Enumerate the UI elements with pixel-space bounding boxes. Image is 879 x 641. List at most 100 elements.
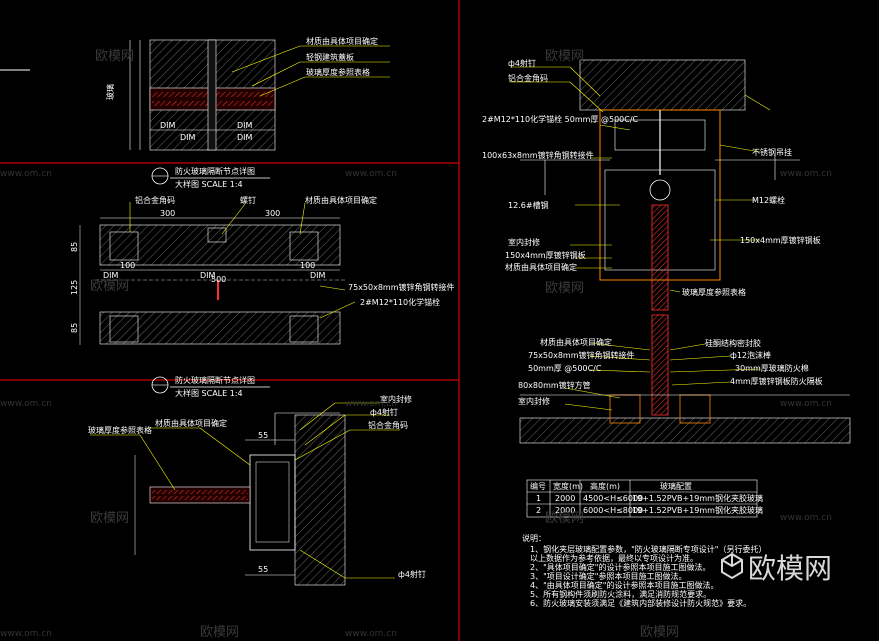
notes-block: 说明： 1、钢化夹层玻璃配置参数，"防火玻璃隔断专项设计"（另行委托） 以上数据… bbox=[522, 533, 766, 608]
detail-b-label-4: 75x50x8mm镀锌角钢转接件 bbox=[348, 282, 455, 292]
detail-c: 55 55 室内封修 ф4射钉 铝合金角码 玻璃厚度参照表格 材质由具体项目确定… bbox=[88, 394, 426, 586]
title-block-1-title: 防火玻璃隔断节点详图 bbox=[175, 166, 255, 176]
detail-d-label-10: M12螺栓 bbox=[752, 195, 785, 205]
brand-logo-text: 欧模网 bbox=[748, 552, 832, 585]
table-row-1-cell-4: 19+1.52PVB+19mm钢化夹胶玻璃 bbox=[632, 493, 763, 503]
detail-b-dim-7: 125 bbox=[70, 280, 79, 295]
detail-b-label-2: 螺钉 bbox=[240, 195, 256, 205]
detail-b-dimtag-1: DIM bbox=[103, 271, 119, 280]
detail-e-label-7: ф12泡沫棒 bbox=[730, 350, 771, 360]
watermark-url-4: www.om.cn bbox=[345, 399, 397, 409]
detail-c-label-2: ф4射钉 bbox=[370, 407, 398, 417]
detail-e-label-3: 50mm厚 @500C/C bbox=[528, 364, 602, 373]
detail-d-label-4: 100x63x8mm镀锌角钢转接件 bbox=[482, 150, 594, 160]
watermark-url-1: www.om.cn bbox=[345, 169, 397, 179]
table-header-4: 玻璃配置 bbox=[660, 481, 692, 491]
watermark-cn-4: 欧模网 bbox=[545, 281, 584, 296]
detail-b-dim-6: 85 bbox=[70, 242, 79, 252]
detail-e: 材质由具体项目确定 75x50x8mm镀锌角钢转接件 50mm厚 @500C/C… bbox=[518, 314, 851, 444]
detail-d-label-8: 材质由具体项目确定 bbox=[505, 262, 577, 272]
title-block-1-scale: 大样图 SCALE 1:4 bbox=[175, 179, 243, 189]
detail-c-label-1: 室内封修 bbox=[380, 394, 412, 404]
detail-b-label-1: 铝合金角码 bbox=[135, 195, 175, 205]
detail-a-dim-3: DIM bbox=[180, 133, 196, 142]
watermark-cn-6: 欧模网 bbox=[545, 511, 584, 526]
detail-e-label-2: 75x50x8mm镀锌角钢转接件 bbox=[528, 350, 635, 360]
detail-b-dim-4: 100 bbox=[300, 261, 315, 270]
detail-a-dim-2: DIM bbox=[237, 121, 253, 130]
detail-e-label-9: 4mm厚镀锌钢板防火隔板 bbox=[730, 376, 823, 386]
title-block-2: 防火玻璃隔断节点详图 大样图 SCALE 1:4 bbox=[151, 375, 270, 398]
detail-b-dim-5: 500 bbox=[211, 275, 226, 284]
detail-c-dim-1: 55 bbox=[258, 431, 268, 440]
table-row-1-cell-1: 1 bbox=[536, 494, 541, 503]
watermark-cn-1: 欧模网 bbox=[545, 49, 584, 64]
detail-a-dim-1: DIM bbox=[160, 121, 176, 130]
detail-d-label-9: 不锈钢吊挂 bbox=[752, 147, 792, 157]
table-header-3: 高度(m) bbox=[590, 481, 620, 491]
detail-d-label-7: 150x4mm厚镀锌钢板 bbox=[505, 250, 586, 260]
detail-b-dim-2: 300 bbox=[265, 209, 280, 218]
detail-b: 300 300 100 100 500 DIM DIM DIM 85 125 8… bbox=[70, 195, 455, 345]
detail-e-label-6: 硅酮结构密封胶 bbox=[705, 338, 761, 348]
table-row-2-cell-2: 2000 bbox=[555, 506, 575, 515]
watermark-url-9: www.om.cn bbox=[345, 629, 397, 639]
detail-c-label-6: ф4射钉 bbox=[398, 569, 426, 579]
notes-line-3: 2、"具体项目确定"的设计参照本项目施工图做法。 bbox=[530, 562, 710, 572]
detail-a-label-2: 轻钢建筑蓋板 bbox=[306, 52, 354, 62]
detail-c-label-3: 铝合金角码 bbox=[368, 420, 408, 430]
detail-b-label-3: 材质由具体项目确定 bbox=[305, 195, 377, 205]
glass-spec-table: 编号 宽度(m) 高度(m) 玻璃配置 1 2000 4500<H≤6000 1… bbox=[526, 479, 763, 518]
notes-line-6: 5、所有钢构件须刷防火涂料，满足消防规范要求。 bbox=[530, 589, 711, 599]
watermark-cn-7: 欧模网 bbox=[200, 625, 239, 640]
detail-e-label-8: 30mm厚玻璃防火棉 bbox=[735, 363, 809, 373]
notes-line-5: 4、"由具体项目确定"的设计参照本项目施工图做法。 bbox=[530, 580, 718, 590]
table-row-2-cell-4: 19+1.52PVB+19mm钢化夹胶玻璃 bbox=[632, 505, 763, 515]
notes-line-7: 6、防火玻璃安装须满足《建筑内部装修设计防火规范》要求。 bbox=[530, 598, 751, 608]
table-header-1: 编号 bbox=[530, 481, 546, 491]
detail-d-label-12: 玻璃厚度参照表格 bbox=[682, 287, 746, 297]
detail-e-label-1: 材质由具体项目确定 bbox=[540, 337, 612, 347]
detail-a-label-3: 玻璃厚度参照表格 bbox=[306, 67, 370, 77]
detail-b-dim-1: 300 bbox=[160, 209, 175, 218]
watermark-url-7: www.om.cn bbox=[780, 513, 832, 523]
notes-line-4: 3、"项目设计确定"参照本项目施工图做法。 bbox=[530, 571, 686, 581]
detail-e-label-5: 室内封修 bbox=[518, 396, 550, 406]
watermark-cn-2: 欧模网 bbox=[95, 49, 134, 64]
sheet-frame bbox=[0, 0, 460, 641]
detail-d: ф4射钉 铝合金角码 2#M12*110化学锚栓 50mm厚 @500C/C 1… bbox=[482, 58, 821, 311]
table-row-1-cell-3: 4500<H≤6000 bbox=[583, 494, 643, 503]
detail-d-label-2: 铝合金角码 bbox=[508, 73, 548, 83]
detail-d-label-1: ф4射钉 bbox=[508, 58, 536, 68]
title-block-1: 防火玻璃隔断节点详图 大样图 SCALE 1:4 bbox=[151, 166, 270, 189]
watermark-cn-5: 欧模网 bbox=[90, 511, 129, 526]
title-block-2-title: 防火玻璃隔断节点详图 bbox=[175, 375, 255, 385]
watermark-cn-3: 欧模网 bbox=[90, 279, 129, 294]
watermark-url-5: www.om.cn bbox=[0, 399, 52, 409]
detail-d-label-5: 12.6#槽钢 bbox=[508, 200, 549, 210]
detail-b-label-5: 2#M12*110化学锚栓 bbox=[360, 297, 440, 307]
notes-line-1: 1、钢化夹层玻璃配置参数，"防火玻璃隔断专项设计"（另行委托） bbox=[530, 544, 766, 554]
detail-c-label-5: 材质由具体项目确定 bbox=[155, 418, 227, 428]
watermark-layer: 欧模网 欧模网 欧模网 欧模网 欧模网 欧模网 欧模网 欧模网 www.om.c… bbox=[0, 49, 832, 640]
watermark-url-6: www.om.cn bbox=[780, 399, 832, 409]
detail-d-label-3: 2#M12*110化学锚栓 50mm厚 @500C/C bbox=[482, 114, 639, 124]
brand-logo-icon bbox=[721, 552, 743, 580]
brand-logo: 欧模网 bbox=[721, 552, 832, 585]
table-row-2-cell-1: 2 bbox=[536, 506, 541, 515]
detail-b-dimtag-3: DIM bbox=[310, 271, 326, 280]
detail-a-dim-4: DIM bbox=[237, 133, 253, 142]
detail-c-label-4: 玻璃厚度参照表格 bbox=[88, 425, 152, 435]
title-block-2-scale: 大样图 SCALE 1:4 bbox=[175, 388, 243, 398]
notes-line-2: 以上数据作为参考依据，最终以专项设计为准。 bbox=[530, 553, 698, 563]
watermark-url-8: www.om.cn bbox=[0, 629, 52, 639]
table-row-2-cell-3: 6000<H≤8000 bbox=[583, 506, 643, 515]
detail-a: 玻璃 DIM DIM DIM DIM 材质由具体项目确定 轻钢建筑蓋板 玻璃厚度… bbox=[105, 36, 390, 151]
detail-b-dim-8: 85 bbox=[70, 323, 79, 333]
detail-d-label-6: 室内封修 bbox=[508, 237, 540, 247]
detail-a-side-label: 玻璃 bbox=[105, 84, 115, 100]
detail-c-dim-2: 55 bbox=[258, 565, 268, 574]
detail-b-dim-3: 100 bbox=[120, 261, 135, 270]
table-header-2: 宽度(m) bbox=[553, 481, 583, 491]
